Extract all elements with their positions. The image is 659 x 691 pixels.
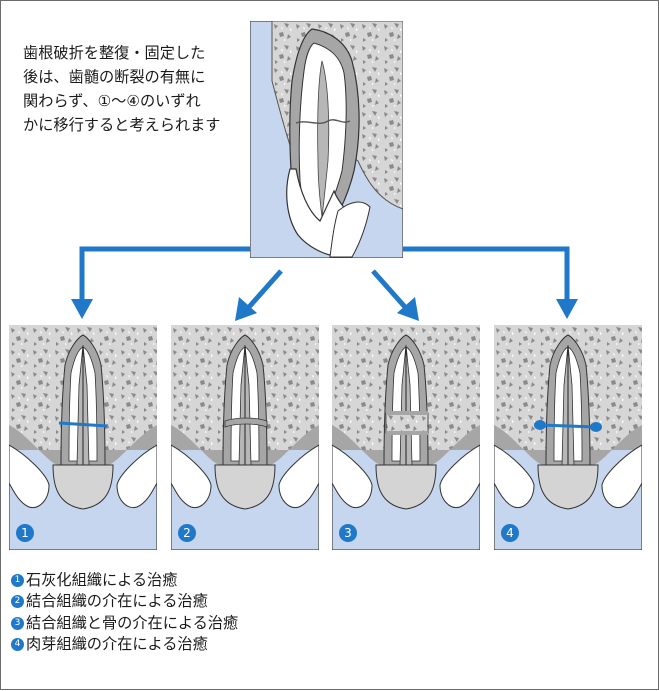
healing-panel-1 bbox=[9, 325, 157, 550]
granulation-bulge-right bbox=[590, 422, 602, 432]
legend-number: 4 bbox=[11, 638, 24, 652]
healing-panel-4 bbox=[494, 325, 642, 550]
arrow-head-1 bbox=[71, 299, 93, 319]
legend: 1 石灰化組織による治癒 2 結合組織の介在による治癒 3 結合組織と骨の介在に… bbox=[11, 570, 238, 655]
arrow-line-3 bbox=[371, 269, 407, 309]
arrow-line-1 bbox=[79, 246, 250, 301]
intro-text: 歯根破折を整復・固定した 後は、歯髄の断裂の有無に 関わらず、①〜④のいずれ か… bbox=[23, 41, 253, 137]
arrow-head-3 bbox=[397, 297, 419, 321]
legend-item-1: 1 石灰化組織による治癒 bbox=[11, 570, 238, 591]
arrow-line-2 bbox=[247, 269, 283, 309]
panel-number-1: 1 bbox=[16, 524, 34, 542]
legend-item-4: 4 肉芽組織の介在による治癒 bbox=[11, 634, 238, 655]
intro-line: 関わらず、①〜④のいずれ bbox=[23, 92, 201, 110]
panel-number-3: 3 bbox=[339, 524, 357, 542]
granulation-bulge-left bbox=[534, 420, 546, 430]
fractured-tooth-illustration bbox=[250, 21, 403, 258]
legend-text: 結合組織の介在による治癒 bbox=[26, 592, 208, 611]
legend-number: 3 bbox=[11, 616, 24, 630]
legend-item-2: 2 結合組織の介在による治癒 bbox=[11, 591, 238, 612]
legend-text: 結合組織と骨の介在による治癒 bbox=[26, 613, 239, 632]
intro-line: 歯根破折を整復・固定した bbox=[23, 44, 206, 62]
healing-panel-3 bbox=[332, 325, 480, 550]
legend-number: 2 bbox=[11, 595, 24, 609]
calcified-line bbox=[58, 421, 108, 428]
granulation-line bbox=[539, 423, 597, 429]
arrow-head-2 bbox=[235, 297, 257, 321]
intro-line: 後は、歯髄の断裂の有無に bbox=[23, 68, 206, 86]
panel-number-2: 2 bbox=[178, 524, 196, 542]
intro-line: かに移行すると考えられます bbox=[23, 116, 221, 134]
legend-text: 石灰化組織による治癒 bbox=[26, 571, 178, 589]
healing-panel-2 bbox=[171, 325, 319, 550]
legend-item-3: 3 結合組織と骨の介在による治癒 bbox=[11, 613, 238, 634]
arrow-line-4 bbox=[403, 246, 570, 301]
legend-number: 1 bbox=[11, 574, 24, 588]
legend-text: 肉芽組織の介在による治癒 bbox=[26, 634, 208, 653]
arrow-head-4 bbox=[556, 299, 578, 319]
panel-number-4: 4 bbox=[501, 524, 519, 542]
